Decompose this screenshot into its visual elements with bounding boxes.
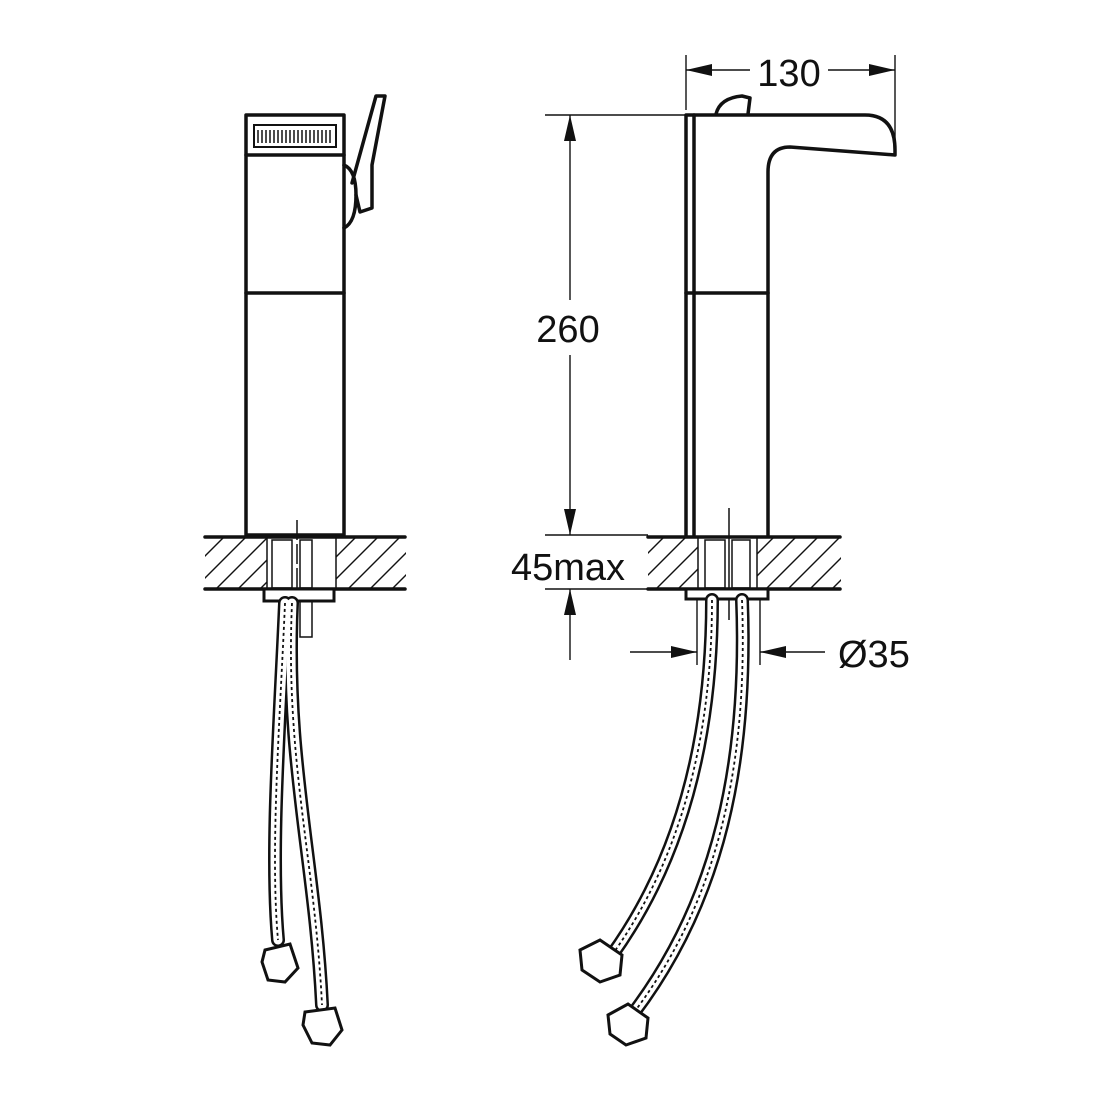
height-label: 260 [536, 309, 599, 351]
hatch-line [765, 537, 819, 588]
lever-handle [342, 94, 387, 230]
faucet-body [244, 113, 346, 537]
hatch-line [414, 537, 466, 589]
hatch-line [215, 537, 269, 588]
hatch-line [787, 537, 841, 588]
hatch-line [677, 537, 731, 588]
hatch-line [458, 537, 510, 589]
hatch-line [831, 537, 841, 588]
hatch-line [205, 537, 225, 588]
dimension-height: 260 [536, 114, 686, 536]
hatch-line [699, 537, 753, 588]
hatch-line [347, 537, 401, 588]
hatch-line [150, 537, 202, 589]
hatch-line [854, 537, 906, 589]
lever-handle [714, 94, 752, 116]
side-view [150, 94, 510, 1047]
supply-hoses [260, 596, 344, 1047]
hatch-line [743, 537, 797, 588]
counter-thickness-label: 45max [511, 547, 625, 589]
hatch-line [721, 537, 775, 588]
hatch-line [648, 537, 665, 588]
hatch-line [237, 537, 291, 588]
hose-nut [301, 1006, 344, 1047]
countertop-section [150, 535, 510, 591]
hatch-line [898, 537, 950, 589]
hose-nut [260, 942, 300, 984]
hatch-line [259, 537, 313, 588]
hose-nut [578, 938, 624, 984]
hatch-line [281, 537, 335, 588]
aerator-grille [244, 124, 346, 157]
hatch-line [391, 537, 406, 588]
faucet-body-with-spout [684, 113, 897, 537]
dimension-hole-diameter: Ø35 [630, 600, 910, 676]
dimension-spout-reach: 130 [685, 53, 896, 140]
countertop-section [646, 535, 950, 591]
hole-diameter-label: Ø35 [838, 634, 910, 676]
spout-reach-label: 130 [757, 53, 820, 95]
front-view [578, 94, 950, 1047]
hatch-line [809, 537, 841, 588]
hatch-line [325, 537, 379, 588]
mounting-shank [684, 508, 770, 620]
hatch-line [369, 537, 406, 588]
dimension-counter-thickness: 45max [511, 547, 648, 660]
hatch-line [876, 537, 928, 589]
hatch-line [205, 537, 247, 588]
supply-hoses [578, 593, 750, 1047]
hose-nut [606, 1002, 650, 1047]
hatch-line [648, 537, 687, 588]
hatch-line [436, 537, 488, 589]
hatch-line [655, 537, 709, 588]
